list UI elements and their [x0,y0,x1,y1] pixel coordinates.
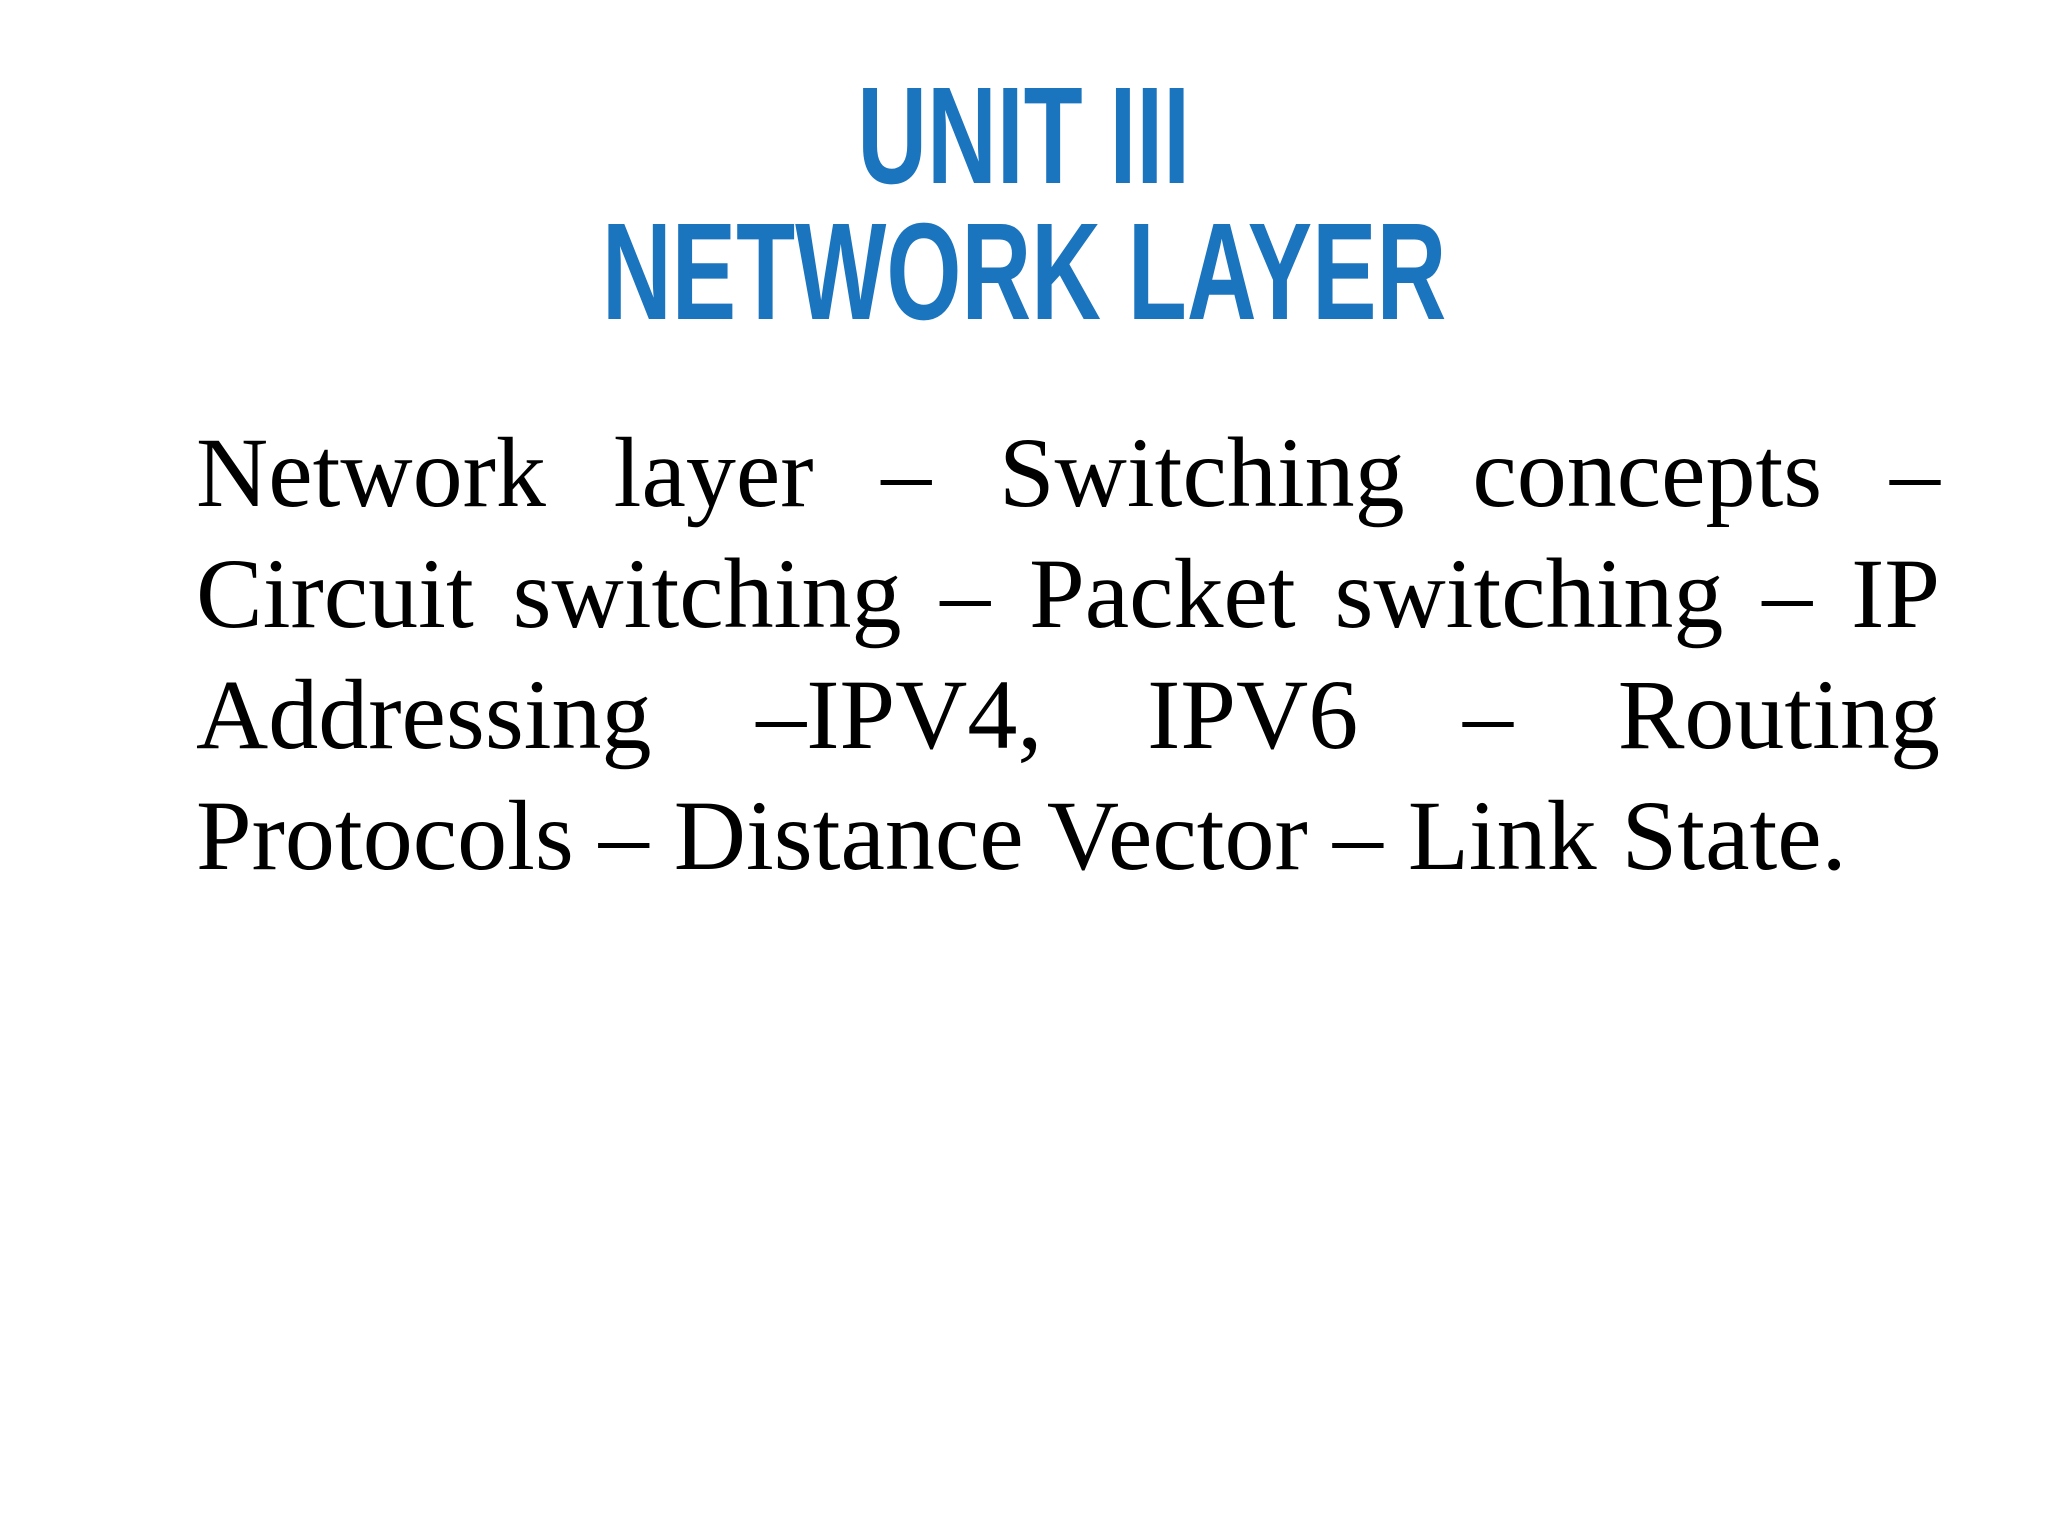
body-line-2: Circuit switching – Packet switching – I… [196,538,1940,649]
title-line-2-text: NETWORK LAYER [601,195,1447,349]
body-line-4: Protocols – Distance Vector – Link State… [196,780,1847,891]
body-line-1: Network layer – Switching concepts – [196,417,1940,528]
body-line-3: Addressing –IPV4, IPV6 – Routing [196,659,1940,770]
title-line-1: UNIT III [0,59,2048,213]
body-paragraph: Network layer – Switching concepts – Cir… [196,412,1940,896]
slide-title: UNIT III NETWORK LAYER [0,59,2048,349]
title-line-1-text: UNIT III [857,59,1191,213]
title-line-2: NETWORK LAYER [0,195,2048,349]
